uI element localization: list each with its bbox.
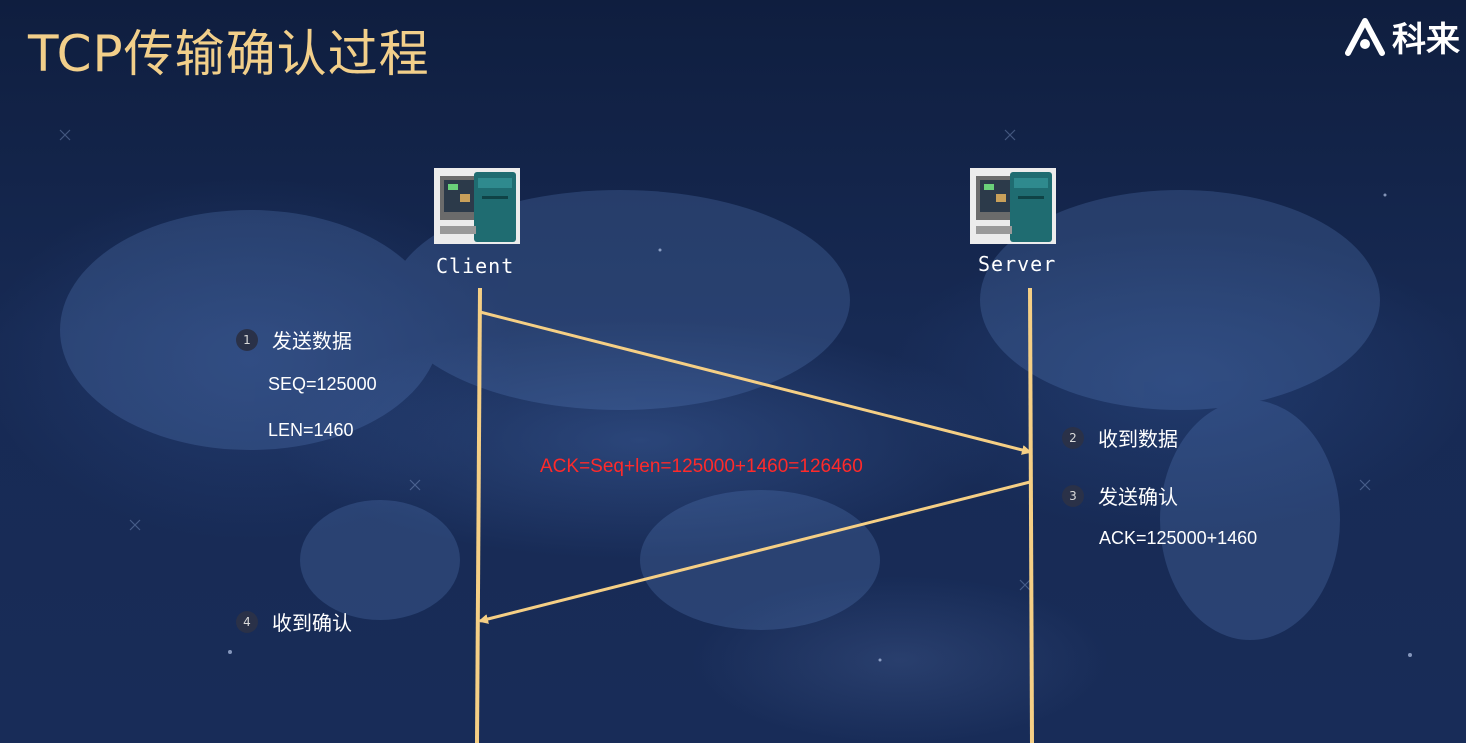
seq-value: SEQ=125000 [268, 374, 377, 394]
data-arrow [479, 310, 1032, 455]
ack-value: ACK=125000+1460 [1099, 528, 1258, 548]
page-title: TCP传输确认过程 [28, 25, 430, 83]
step-number: 2 [1062, 426, 1084, 449]
client-label: Client [436, 254, 515, 278]
step-number: 4 [236, 610, 258, 633]
server-lifeline [1028, 287, 1034, 743]
step-4: 4 收到确认 [236, 607, 352, 636]
step-1: 1 发送数据 [236, 325, 352, 354]
step-number: 1 [236, 328, 258, 351]
step-2: 2 收到数据 [1062, 423, 1178, 452]
step-label: 发送确认 [1098, 485, 1178, 509]
server-label: Server [978, 252, 1057, 276]
server-computer-icon [970, 168, 1056, 244]
step-label: 收到确认 [272, 611, 352, 635]
ack-formula-annotation: ACK=Seq+len=125000+1460=126460 [540, 456, 863, 477]
client-lifeline [475, 287, 482, 743]
len-value: LEN=1460 [268, 420, 354, 440]
step-number: 3 [1062, 484, 1084, 507]
client-computer-icon [434, 168, 520, 244]
brand-name: 科来 [1392, 20, 1460, 60]
ack-arrow [478, 480, 1031, 624]
step-label: 发送数据 [272, 329, 352, 353]
brand-logo: 科来 [1344, 12, 1460, 61]
step-label: 收到数据 [1098, 427, 1178, 451]
kelai-logo-icon [1345, 17, 1385, 56]
step-3: 3 发送确认 [1062, 481, 1178, 510]
